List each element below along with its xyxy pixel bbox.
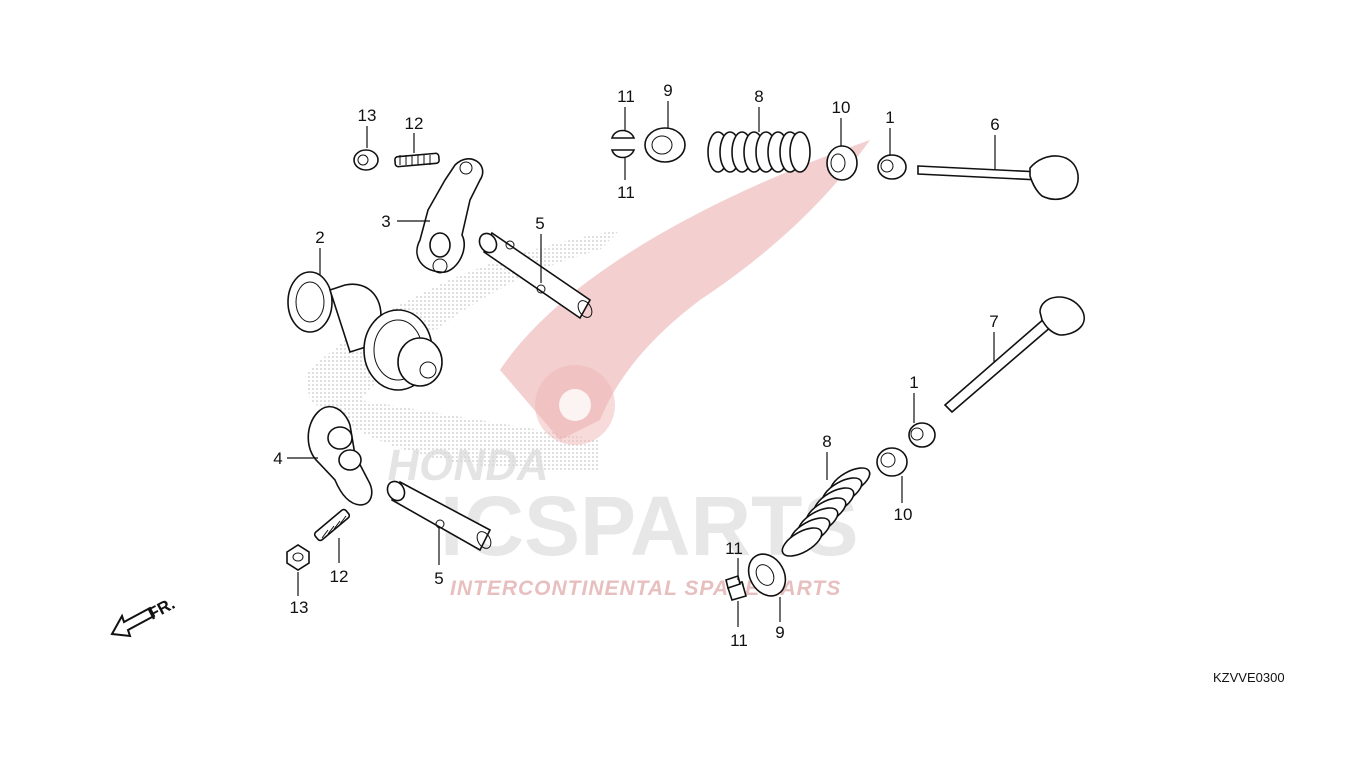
part-8-valve-spring-bottom (781, 467, 871, 557)
part-9-retainer-top (644, 127, 686, 163)
part-11-cotters-bottom (725, 574, 747, 601)
part-6-intake-valve (917, 155, 1079, 201)
callout-2[interactable]: 2 (315, 228, 324, 247)
callout-12[interactable]: 12 (405, 114, 424, 133)
callout-11[interactable]: 11 (617, 183, 635, 202)
callout-3[interactable]: 3 (381, 212, 390, 231)
callout-1[interactable]: 1 (909, 373, 918, 392)
watermark-wing-red (500, 140, 870, 440)
leader-lines (287, 101, 996, 627)
callout-11[interactable]: 11 (617, 87, 635, 106)
part-13-nut-top (353, 149, 379, 171)
callout-8[interactable]: 8 (754, 87, 763, 106)
callout-5[interactable]: 5 (535, 214, 544, 233)
part-5-rocker-shaft-top (478, 231, 593, 320)
front-arrow-icon (110, 606, 156, 638)
callout-9[interactable]: 9 (663, 81, 672, 100)
part-1-stem-seal-bottom (908, 422, 936, 448)
watermark-brand: HONDA (384, 441, 554, 490)
part-10-spring-seat-bottom (876, 447, 908, 477)
part-4-rocker-arm-exhaust (307, 406, 373, 506)
part-13-nut-bottom (286, 544, 310, 571)
part-8-valve-spring-top (707, 131, 811, 173)
part-1-stem-seal-top (877, 154, 907, 180)
watermark-wing-dots (305, 230, 620, 470)
callout-12[interactable]: 12 (330, 567, 349, 586)
callout-5[interactable]: 5 (434, 569, 443, 588)
callout-6[interactable]: 6 (990, 115, 999, 134)
callout-4[interactable]: 4 (273, 449, 282, 468)
diagram-code: KZVVE0300 (1213, 670, 1285, 685)
part-11-cotters-top (610, 129, 636, 159)
part-12-adjuster-screw-bottom (313, 508, 351, 542)
callout-11[interactable]: 11 (725, 539, 743, 558)
callout-9[interactable]: 9 (775, 623, 784, 642)
part-7-exhaust-valve (943, 296, 1085, 414)
callout-7[interactable]: 7 (989, 312, 998, 331)
callout-11[interactable]: 11 (730, 631, 748, 650)
front-direction-arrow: FR. (110, 594, 178, 638)
callout-labels: 13 12 3 2 5 4 12 13 5 11 11 9 8 10 1 6 7… (273, 81, 999, 650)
watermark-main: ICSPARTS (440, 479, 858, 573)
callout-10[interactable]: 10 (832, 98, 851, 117)
part-9-retainer-bottom (747, 553, 787, 597)
callout-10[interactable]: 10 (894, 505, 913, 524)
part-3-rocker-arm-intake (416, 158, 484, 274)
part-12-adjuster-screw-top (394, 152, 440, 168)
callout-1[interactable]: 1 (885, 108, 894, 127)
watermark: HONDA ICSPARTS INTERCONTINENTAL SPARE PA… (305, 140, 870, 600)
callout-13[interactable]: 13 (358, 106, 377, 125)
part-2-camshaft (287, 271, 443, 391)
callout-8[interactable]: 8 (822, 432, 831, 451)
part-5-rocker-shaft-bottom (386, 480, 492, 552)
callout-13[interactable]: 13 (290, 598, 309, 617)
part-10-spring-seat-top (826, 145, 858, 181)
